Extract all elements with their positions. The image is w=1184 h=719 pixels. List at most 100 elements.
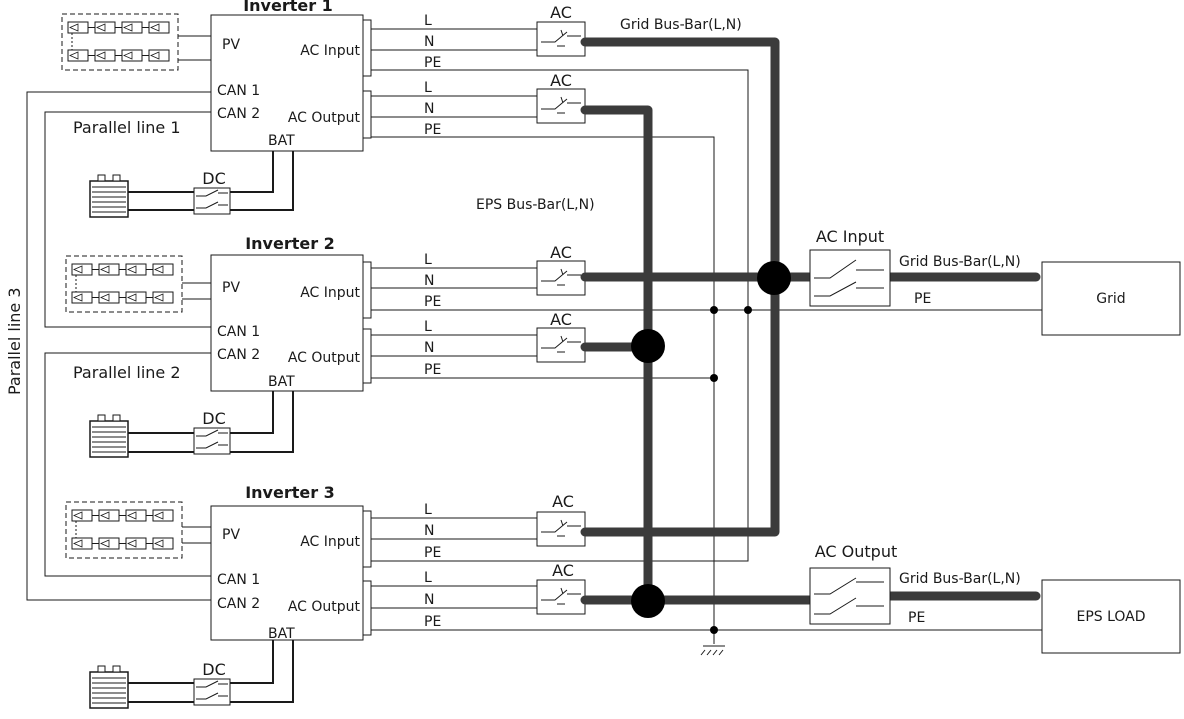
pv-modules [71, 509, 174, 550]
parallel-line-3-label: Parallel line 3 [5, 287, 24, 395]
ac-breaker-label: AC [550, 310, 572, 329]
parallel-line-2-label: Parallel line 2 [73, 363, 181, 382]
dc-breaker-2: DC [193, 409, 231, 455]
n-label: N [424, 592, 434, 608]
right-ac-output-switch: AC Output [809, 542, 898, 625]
right-ac-input-label: AC Input [816, 227, 884, 246]
ac-output-label: AC Output [288, 350, 361, 366]
pe-right-top-label: PE [914, 291, 931, 307]
pv-label: PV [222, 280, 240, 296]
pe-label: PE [424, 55, 441, 71]
l-label: L [424, 319, 432, 335]
eps-load-label: EPS LOAD [1076, 609, 1145, 625]
ac-breaker-label: AC [550, 3, 572, 22]
pv-modules [71, 263, 174, 304]
ac-wires [371, 28, 1042, 656]
dc-breaker-1: DC [193, 169, 231, 215]
dc-breaker-label: DC [202, 660, 226, 679]
inverter-1: Inverter 1 PV AC Input CAN 1 CAN 2 AC Ou… [210, 0, 364, 152]
inverter-2-output-wire-labels: L N PE [424, 319, 441, 378]
l-label: L [424, 252, 432, 268]
l-label: L [424, 80, 432, 96]
pe-label: PE [424, 122, 441, 138]
can1-label: CAN 1 [217, 572, 260, 588]
can2-label: CAN 2 [217, 596, 260, 612]
inverter-title: Inverter 1 [243, 0, 333, 15]
eps-load-box: EPS LOAD [1041, 579, 1181, 654]
inverter-3-input-wire-labels: L N PE [424, 502, 441, 561]
right-ac-input-switch: AC Input [809, 227, 891, 307]
battery-1 [89, 174, 129, 218]
ac-breaker-label: AC [550, 71, 572, 90]
junction-nodes [631, 261, 791, 634]
inverter-title: Inverter 3 [245, 483, 335, 502]
n-label: N [424, 34, 434, 50]
dc-breaker-3: DC [193, 660, 231, 706]
ac-input-label: AC Input [300, 43, 360, 59]
right-ac-output-label: AC Output [815, 542, 898, 561]
parallel-line-1-label: Parallel line 1 [73, 118, 181, 137]
pe-label: PE [424, 362, 441, 378]
pe-right-bottom-label: PE [908, 610, 925, 626]
ac-breaker-label: AC [550, 243, 572, 262]
inverter-title: Inverter 2 [245, 234, 335, 253]
inverter-1-output-wire-labels: L N PE [424, 80, 441, 138]
dc-breaker-label: DC [202, 169, 226, 188]
l-label: L [424, 502, 432, 518]
ac-breaker-1-input: AC [536, 3, 586, 57]
battery-3 [89, 665, 129, 709]
ac-breaker-label: AC [552, 492, 574, 511]
pe-label: PE [424, 545, 441, 561]
eps-bus-bar-label: EPS Bus-Bar(L,N) [476, 197, 595, 213]
inverter-2-input-wire-labels: L N PE [424, 252, 441, 310]
bus-bars [580, 37, 1041, 605]
pv-array-1 [61, 13, 179, 71]
pv-array-2 [65, 255, 183, 313]
n-label: N [424, 101, 434, 117]
n-label: N [424, 340, 434, 356]
can1-label: CAN 1 [217, 83, 260, 99]
n-label: N [424, 523, 434, 539]
dc-breaker-label: DC [202, 409, 226, 428]
pe-label: PE [424, 614, 441, 630]
can1-label: CAN 1 [217, 324, 260, 340]
ac-input-label: AC Input [300, 534, 360, 550]
n-label: N [424, 273, 434, 289]
pv-modules [67, 21, 170, 62]
l-label: L [424, 570, 432, 586]
ac-breaker-label: AC [552, 561, 574, 580]
pv-label: PV [222, 37, 240, 53]
grid-label: Grid [1096, 291, 1125, 307]
terminal-blocks [362, 19, 372, 636]
bat-label: BAT [268, 374, 295, 390]
inverter-3: Inverter 3 PV AC Input CAN 1 CAN 2 AC Ou… [210, 483, 364, 642]
inverter-1-input-wire-labels: L N PE [424, 13, 441, 71]
ac-breaker-1-output: AC [536, 71, 586, 124]
ac-breaker-2-input: AC [536, 243, 586, 296]
battery-2 [89, 414, 129, 458]
pv-array-3 [65, 501, 183, 559]
grid-bus-bar-label: Grid Bus-Bar(L,N) [620, 17, 742, 33]
output-bus-bar-right-label: Grid Bus-Bar(L,N) [899, 571, 1021, 587]
ac-input-label: AC Input [300, 285, 360, 301]
wire-labels: L N PE L N PE L N PE L N PE L N PE L N P… [424, 13, 441, 630]
parallel-line-wires [26, 91, 211, 601]
pv-label: PV [222, 527, 240, 543]
pe-label: PE [424, 294, 441, 310]
grid-bus-bar-right-label: Grid Bus-Bar(L,N) [899, 254, 1021, 270]
ac-output-label: AC Output [288, 599, 361, 615]
pv-connections [178, 35, 211, 544]
battery-wiring [128, 151, 294, 703]
ac-breaker-2-output: AC [536, 310, 586, 363]
bat-label: BAT [268, 626, 295, 642]
inverter-3-output-wire-labels: L N PE [424, 570, 441, 630]
can2-label: CAN 2 [217, 347, 260, 363]
bat-label: BAT [268, 133, 295, 149]
grid-box: Grid [1041, 261, 1181, 336]
ac-breaker-3-input: AC [536, 492, 586, 547]
grid-bus-bar [580, 37, 780, 537]
ac-output-label: AC Output [288, 110, 361, 126]
l-label: L [424, 13, 432, 29]
ac-breaker-3-output: AC [536, 561, 586, 615]
